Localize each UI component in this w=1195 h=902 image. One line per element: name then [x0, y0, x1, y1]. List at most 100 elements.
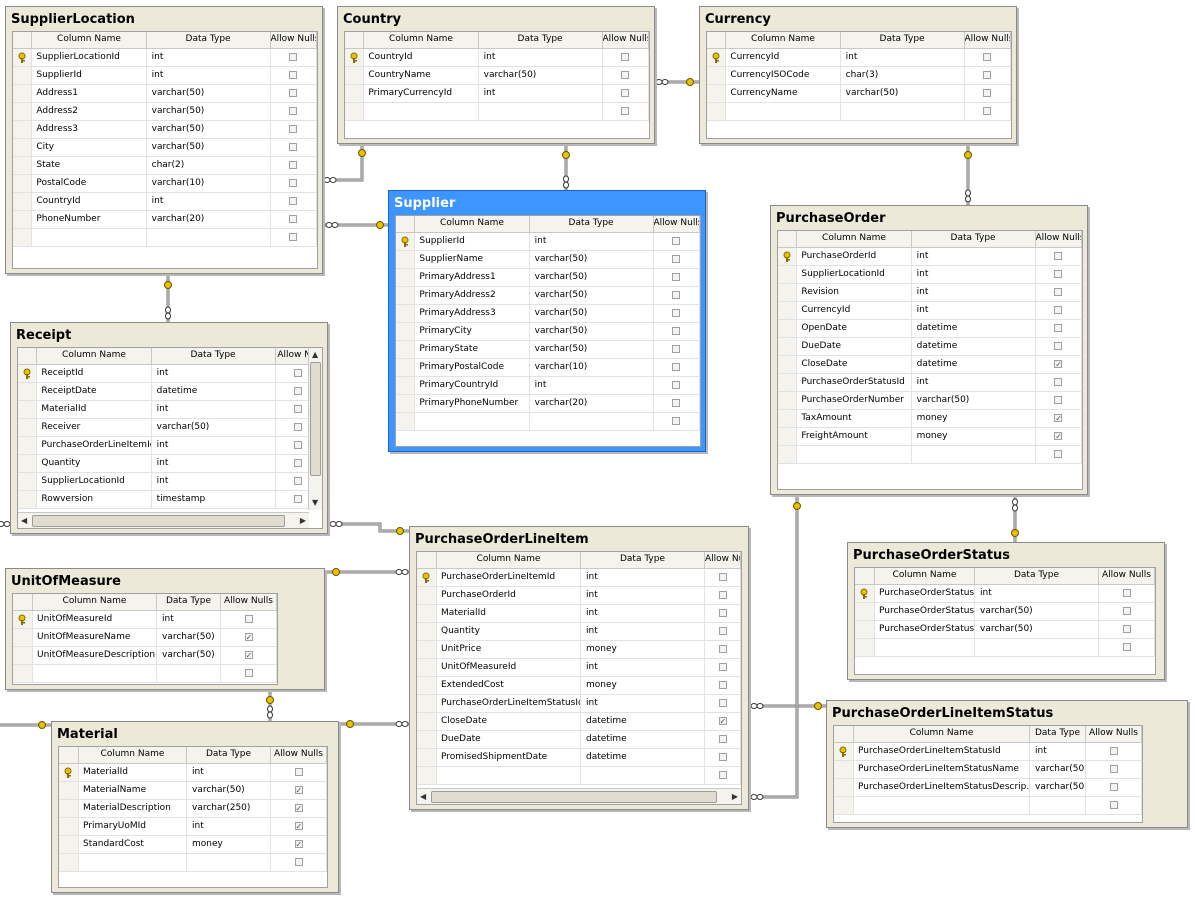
data-type-cell[interactable]: varchar(20)	[530, 395, 654, 412]
data-type-cell[interactable]: datetime	[581, 749, 705, 766]
data-type-cell[interactable]: int	[152, 473, 276, 490]
allow-nulls-checkbox[interactable]: ✓	[1054, 414, 1063, 423]
column-name-cell[interactable]: PurchaseOrderNumber	[797, 392, 912, 409]
allow-nulls-checkbox[interactable]	[983, 89, 992, 97]
row-selector[interactable]	[417, 605, 437, 622]
data-type-cell[interactable]: int	[581, 587, 705, 604]
column-name-cell[interactable]	[437, 767, 581, 784]
row-selector-header[interactable]	[707, 32, 727, 48]
column-name-cell[interactable]: CurrencyName	[726, 85, 841, 102]
data-type-cell[interactable]: int	[152, 437, 276, 454]
data-type-cell[interactable]: varchar(20)	[147, 211, 271, 228]
data-type-cell[interactable]: int	[912, 302, 1036, 319]
data-type-cell[interactable]: int	[147, 67, 271, 84]
row-selector[interactable]	[18, 383, 38, 400]
allow-nulls-header[interactable]: Allow Nulls	[1036, 231, 1082, 247]
horizontal-scrollbar[interactable]: ◀▶	[417, 788, 741, 804]
allow-nulls-checkbox[interactable]	[983, 107, 992, 115]
row-selector-header[interactable]	[834, 726, 854, 742]
data-type-cell[interactable]: money	[581, 641, 705, 658]
row-selector[interactable]	[778, 410, 798, 427]
row-selector-header[interactable]	[13, 594, 33, 610]
allow-nulls-checkbox[interactable]	[983, 53, 992, 61]
row-selector[interactable]	[417, 713, 437, 730]
data-type-cell[interactable]: int	[479, 85, 603, 102]
column-name-cell[interactable]	[726, 103, 841, 120]
data-type-cell[interactable]: datetime	[912, 356, 1036, 373]
allow-nulls-header[interactable]: Allow Nulls	[271, 32, 317, 48]
scroll-right-icon[interactable]: ▶	[299, 516, 306, 525]
data-type-header[interactable]: Data Type	[157, 594, 221, 610]
column-name-cell[interactable]: DueDate	[797, 338, 912, 355]
allow-nulls-checkbox[interactable]	[294, 477, 303, 485]
column-name-cell[interactable]: PrimaryPhoneNumber	[415, 395, 530, 412]
row-selector[interactable]	[396, 395, 416, 412]
scroll-right-icon[interactable]: ▶	[731, 792, 738, 801]
row-selector[interactable]	[18, 365, 38, 382]
row-selector[interactable]	[18, 473, 38, 490]
column-name-cell[interactable]: Address1	[32, 85, 147, 102]
allow-nulls-checkbox[interactable]	[294, 858, 303, 866]
row-selector[interactable]	[396, 341, 416, 358]
data-type-cell[interactable]: int	[147, 193, 271, 210]
column-name-header[interactable]: Column Name	[437, 552, 581, 568]
row-selector[interactable]	[59, 854, 79, 871]
data-type-cell[interactable]	[912, 446, 1036, 463]
column-name-cell[interactable]: UnitOfMeasureId	[33, 611, 157, 628]
allow-nulls-checkbox[interactable]	[294, 495, 303, 503]
row-selector[interactable]	[417, 749, 437, 766]
data-type-cell[interactable]: int	[841, 49, 965, 66]
data-type-cell[interactable]: varchar(50)	[152, 419, 276, 436]
row-selector[interactable]	[396, 251, 416, 268]
allow-nulls-checkbox[interactable]	[1054, 324, 1063, 332]
column-name-cell[interactable]: PurchaseOrderLineItemId	[37, 437, 152, 454]
row-selector[interactable]	[345, 67, 365, 84]
data-type-cell[interactable]: varchar(50)	[530, 305, 654, 322]
relationship-line[interactable]	[323, 145, 364, 182]
column-name-cell[interactable]: PurchaseOrderLineItemStatusName	[854, 761, 1030, 778]
column-name-cell[interactable]: PurchaseOrderLineItemStatusId	[437, 695, 581, 712]
data-type-cell[interactable]: varchar(10)	[530, 359, 654, 376]
data-type-cell[interactable]: varchar(50)	[530, 323, 654, 340]
allow-nulls-checkbox[interactable]	[289, 197, 298, 205]
row-selector[interactable]	[834, 797, 854, 814]
allow-nulls-checkbox[interactable]	[289, 215, 298, 223]
data-type-header[interactable]: Data Type	[530, 216, 654, 232]
column-name-cell[interactable]: Address2	[32, 103, 147, 120]
allow-nulls-checkbox[interactable]	[294, 459, 303, 467]
row-selector[interactable]	[59, 818, 79, 835]
row-selector[interactable]	[778, 374, 798, 391]
column-name-cell[interactable]: ReceiptDate	[37, 383, 152, 400]
data-type-cell[interactable]: int	[147, 49, 271, 66]
allow-nulls-checkbox[interactable]	[289, 71, 298, 79]
column-name-cell[interactable]: PromisedShipmentDate	[437, 749, 581, 766]
column-name-cell[interactable]: PrimaryState	[415, 341, 530, 358]
data-type-header[interactable]: Data Type	[1030, 726, 1086, 742]
data-type-header[interactable]: Data Type	[912, 231, 1036, 247]
vertical-scrollbar[interactable]: ▲▼	[308, 348, 322, 510]
column-name-cell[interactable]: SupplierName	[415, 251, 530, 268]
data-type-cell[interactable]	[975, 639, 1099, 656]
column-name-cell[interactable]: CloseDate	[437, 713, 581, 730]
data-type-cell[interactable]: int	[912, 284, 1036, 301]
allow-nulls-checkbox[interactable]	[672, 273, 681, 281]
data-type-cell[interactable]: datetime	[581, 731, 705, 748]
row-selector[interactable]	[417, 587, 437, 604]
allow-nulls-checkbox[interactable]	[294, 369, 303, 377]
allow-nulls-checkbox[interactable]	[672, 255, 681, 263]
data-type-cell[interactable]: char(3)	[841, 67, 965, 84]
row-selector[interactable]	[59, 836, 79, 853]
allow-nulls-checkbox[interactable]	[294, 441, 303, 449]
